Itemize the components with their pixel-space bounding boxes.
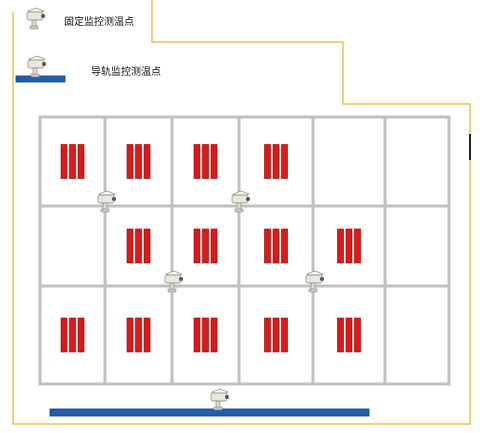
cctv-camera-icon	[305, 270, 324, 293]
server-rack-icon	[193, 317, 201, 353]
rack-group	[193, 228, 218, 264]
site-boundary	[12, 0, 471, 425]
rack-group	[60, 144, 85, 179]
server-rack-icon	[60, 317, 68, 353]
server-rack-icon	[193, 228, 201, 264]
server-rack-icon	[354, 317, 361, 353]
rack-group	[60, 317, 85, 353]
server-rack-icon	[281, 317, 288, 353]
server-rack-icon	[126, 228, 134, 264]
rack-group	[193, 144, 218, 179]
server-rack-icon	[77, 317, 85, 353]
server-rack-icon	[60, 144, 68, 179]
server-rack-icon	[126, 144, 134, 179]
rack-group	[264, 317, 288, 353]
rack-group	[337, 228, 361, 264]
server-rack-icon	[202, 144, 209, 179]
server-rack-icon	[143, 228, 151, 264]
grid-outline	[38, 115, 451, 386]
rack-group	[337, 317, 361, 353]
rack-group	[193, 317, 218, 353]
server-rack-icon	[281, 144, 288, 179]
server-rack-icon	[210, 228, 218, 264]
server-rack-icon	[345, 228, 353, 264]
cameras	[97, 190, 324, 411]
server-rack-icon	[272, 228, 280, 264]
server-rack-icon	[210, 317, 218, 353]
server-rack-icon	[337, 317, 344, 353]
cctv-camera-icon	[164, 270, 183, 293]
rack-groups	[60, 144, 361, 353]
rack-group	[126, 144, 151, 179]
legend	[15, 7, 66, 83]
boundary-line	[12, 0, 471, 425]
server-rack-icon	[202, 317, 209, 353]
server-rack-icon	[77, 144, 85, 179]
server-rack-icon	[264, 144, 271, 179]
server-rack-icon	[210, 144, 218, 179]
rack-group	[126, 317, 151, 353]
server-rack-icon	[143, 317, 151, 353]
server-rack-icon	[135, 144, 142, 179]
room-grid	[38, 115, 451, 386]
server-rack-icon	[345, 317, 353, 353]
server-rack-icon	[126, 317, 134, 353]
server-rack-icon	[202, 228, 209, 264]
server-rack-icon	[143, 144, 151, 179]
server-rack-icon	[69, 144, 76, 179]
legend-fixed-label: 固定监控测温点	[64, 17, 134, 28]
server-rack-icon	[69, 317, 76, 353]
rack-group	[264, 144, 288, 179]
legend-rail-label: 导轨监控测温点	[91, 67, 161, 78]
server-rack-icon	[264, 317, 271, 353]
rack-group	[126, 228, 151, 264]
rail-mounted-camera-icon	[210, 388, 229, 411]
legend-fixed-camera-icon	[26, 7, 45, 30]
rail-bar	[49, 408, 370, 417]
server-rack-icon	[354, 228, 361, 264]
server-rack-icon	[264, 228, 271, 264]
rack-group	[264, 228, 288, 264]
server-rack-icon	[272, 317, 280, 353]
server-rack-icon	[337, 228, 344, 264]
legend-rail-bar	[15, 75, 66, 83]
server-rack-icon	[281, 228, 288, 264]
legend-rail-camera-icon	[27, 55, 46, 78]
server-rack-icon	[272, 144, 280, 179]
cctv-camera-icon	[97, 190, 116, 213]
cctv-camera-icon	[231, 190, 250, 213]
server-rack-icon	[135, 228, 142, 264]
server-rack-icon	[193, 144, 201, 179]
server-rack-icon	[135, 317, 142, 353]
rail-track	[49, 408, 370, 417]
